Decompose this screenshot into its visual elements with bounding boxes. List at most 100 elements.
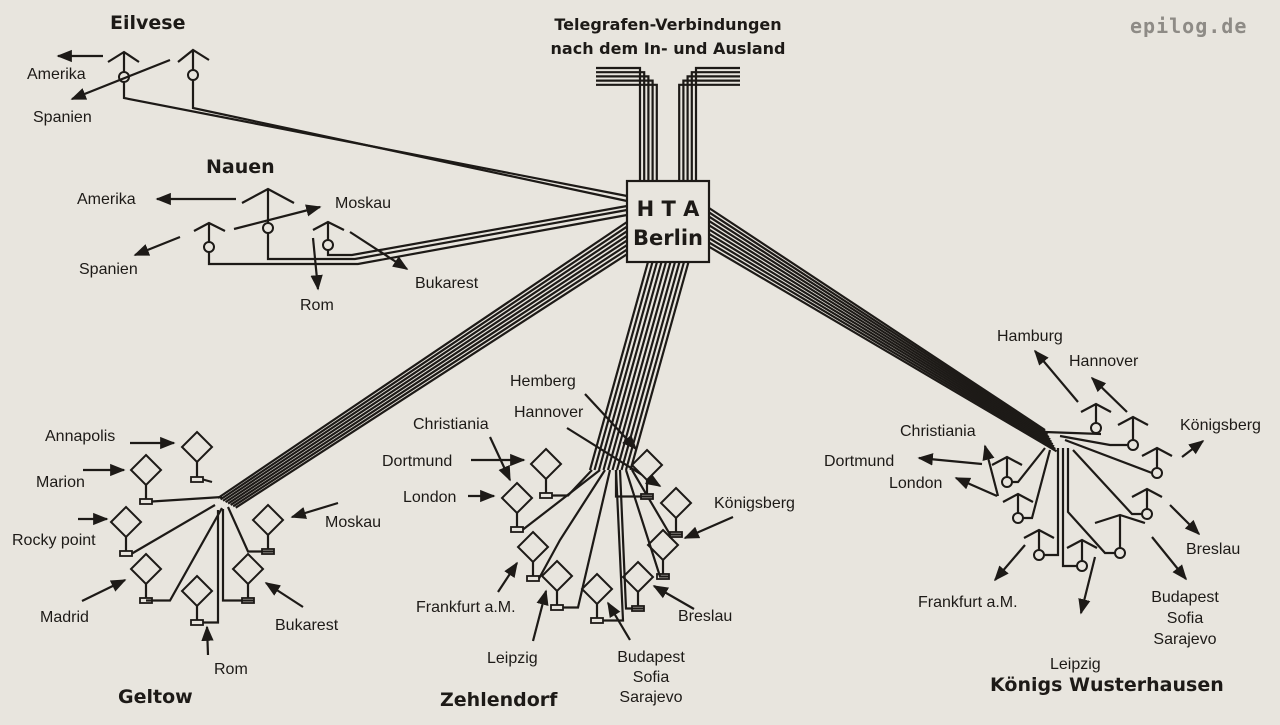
- header-line1: Telegrafen-Verbindungen: [554, 15, 781, 34]
- destination-label: Spanien: [33, 109, 92, 126]
- cable-line: [708, 224, 1051, 441]
- cable-line: [221, 509, 254, 602]
- destination-label: Leipzig: [487, 650, 538, 667]
- cable-line: [603, 469, 625, 622]
- cable-line: [596, 79, 654, 181]
- cable-line: [690, 71, 740, 181]
- cable-line: [593, 261, 654, 471]
- cable-line: [538, 469, 606, 580]
- destination-label: Rom: [214, 661, 248, 678]
- destination-label: London: [889, 475, 942, 492]
- cable-line: [620, 261, 681, 471]
- cable-line: [624, 261, 686, 471]
- destination-label: Frankfurt a.M.: [416, 599, 516, 616]
- cable-line: [597, 261, 659, 471]
- destination-label: Breslau: [1186, 541, 1240, 558]
- destination-label: Frankfurt a.M.: [918, 594, 1018, 611]
- diamond-antenna-icon: [180, 430, 214, 483]
- diamond-antenna-icon: [580, 572, 614, 624]
- cable-line: [694, 66, 740, 181]
- cable-line: [1066, 448, 1115, 555]
- antenna-icon: [1141, 446, 1173, 479]
- cable-line: [146, 507, 223, 602]
- cable-line: [682, 79, 740, 181]
- diamond-antenna-icon: [529, 447, 563, 499]
- destination-label: Amerika: [27, 66, 86, 83]
- cable-line: [522, 469, 601, 531]
- cable-line: [708, 241, 1056, 450]
- antenna-icon: [262, 222, 274, 234]
- diamond-antenna-icon: [231, 552, 265, 604]
- cable-line: [596, 66, 642, 181]
- destination-label: Budapest: [1151, 589, 1219, 606]
- diamond-antenna-icon: [516, 530, 550, 582]
- cable-line: [222, 230, 628, 502]
- diamond-antenna-icon: [500, 481, 534, 533]
- cable-line: [1061, 448, 1077, 568]
- cable-line: [217, 221, 628, 499]
- antenna-icon: [1002, 492, 1034, 524]
- destination-label: Moskau: [325, 514, 381, 531]
- cable-line: [131, 504, 216, 555]
- destination-label: Dortmund: [824, 453, 894, 470]
- destination-label: Annapolis: [45, 428, 115, 445]
- station-nauen: Nauen Amerika Moskau Spanien Bukarest Ro…: [77, 156, 628, 314]
- cable-line: [151, 495, 223, 503]
- diamond-antenna-icon: [180, 574, 214, 626]
- destination-label: London: [403, 489, 456, 506]
- station-zehlendorf: Zehlendorf Hemberg Hannover Christiania …: [382, 373, 795, 711]
- cable-line: [227, 239, 628, 505]
- cable-line: [708, 207, 1046, 431]
- antenna-icon: [1080, 402, 1112, 434]
- cable-line: [678, 83, 740, 181]
- destination-label: Dortmund: [382, 453, 452, 470]
- hta-berlin-hub: H T A Berlin: [625, 179, 711, 264]
- destination-label: Rom: [300, 297, 334, 314]
- cable-line: [611, 261, 672, 471]
- destination-label: Sofia: [1167, 610, 1204, 627]
- international-cable-bundle: [596, 66, 740, 181]
- station-geltow: Geltow Annapolis Marion Moskau Rocky poi…: [12, 428, 381, 708]
- destination-label: Sofia: [633, 669, 670, 686]
- destination-label: Budapest: [617, 649, 685, 666]
- cable-line: [708, 245, 1058, 453]
- cable-line: [606, 261, 668, 471]
- destination-label: Hannover: [514, 404, 584, 421]
- cable-line: [1064, 438, 1153, 475]
- cable-line: [596, 83, 658, 181]
- antenna-icon: [203, 241, 215, 253]
- destination-label: Sarajevo: [619, 689, 682, 706]
- station-title: Eilvese: [110, 12, 185, 34]
- cable-line: [202, 478, 213, 484]
- destination-label: Breslau: [678, 608, 732, 625]
- diamond-antenna-icon: [621, 560, 655, 612]
- station-title: Zehlendorf: [440, 689, 558, 711]
- destination-label: Leipzig: [1050, 656, 1101, 673]
- cable-line: [708, 219, 1050, 439]
- hub-line2: Berlin: [633, 226, 703, 250]
- destination-label: Christiania: [413, 416, 489, 433]
- station-title: Geltow: [118, 686, 193, 708]
- destination-label: Hamburg: [997, 328, 1063, 345]
- antenna-icon: [187, 69, 199, 81]
- cable-line: [596, 71, 646, 181]
- cable-line: [624, 469, 669, 578]
- antenna-icon: [322, 239, 334, 251]
- cable-line: [226, 506, 274, 553]
- station-title: Königs Wusterhausen: [990, 674, 1224, 696]
- destination-label: Marion: [36, 474, 85, 491]
- cable-line: [708, 211, 1047, 434]
- destination-label: Bukarest: [415, 275, 479, 292]
- cable-line: [203, 510, 220, 624]
- antenna-icon: [1094, 513, 1146, 559]
- cable-line: [708, 232, 1054, 446]
- cable-line: [596, 75, 650, 181]
- cable-line: [1044, 448, 1060, 557]
- cable-line: [708, 215, 1049, 436]
- destination-label: Bukarest: [275, 617, 339, 634]
- antenna-icon: [1117, 415, 1149, 451]
- diamond-antenna-icon: [630, 448, 664, 500]
- cable-line: [614, 470, 653, 498]
- station-eilvese: Eilvese Amerika Spanien: [27, 12, 628, 203]
